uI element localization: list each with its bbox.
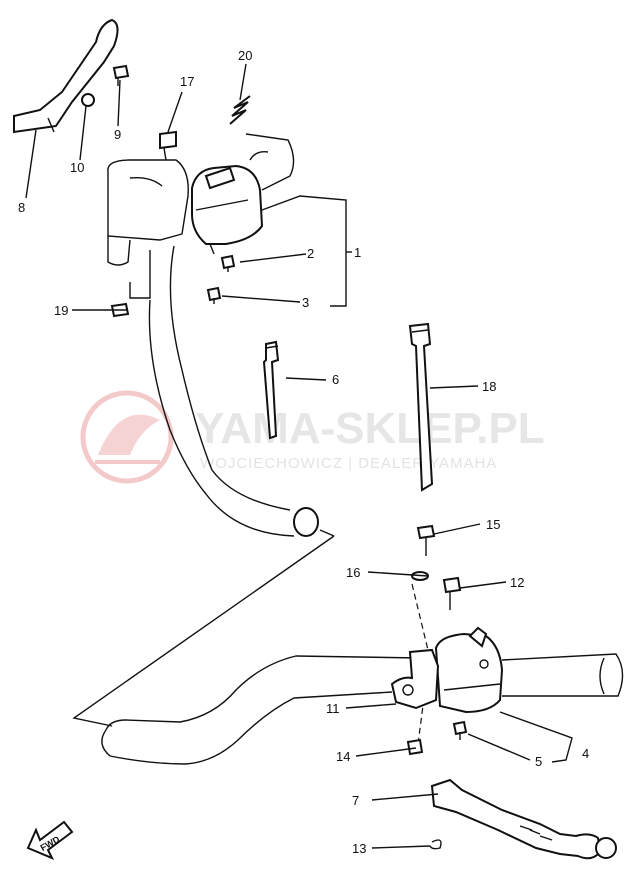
watermark-logo [80,390,174,484]
callout-9: 9 [114,127,121,142]
right-handlebar-switch [434,626,504,714]
callout-13: 13 [352,841,366,856]
forward-direction-arrow [26,820,74,860]
lever-nut [81,93,95,107]
right-grip [501,653,624,697]
callout-6: 6 [332,372,339,387]
callout-19: 19 [54,303,68,318]
spring [229,95,251,125]
callout-7: 7 [352,793,359,808]
left-grip [245,133,295,191]
bar-guide-line [72,535,335,727]
holder-nut [406,738,424,756]
left-handlebar-switch [191,164,264,255]
cable-band-short [262,340,280,440]
clamp-bolt [159,130,177,161]
clutch-lever [430,778,617,860]
bar-guide-line-end [319,529,335,537]
callout-8: 8 [18,200,25,215]
handlebar [101,245,421,765]
switch-screw-lower [206,286,222,304]
callout-2: 2 [307,246,314,261]
callout-1: 1 [354,245,361,260]
callout-16: 16 [346,565,360,580]
callout-17: 17 [180,74,194,89]
lever-holder [390,648,440,710]
circlip [429,839,442,850]
callout-14: 14 [336,749,350,764]
callout-11: 11 [326,701,340,716]
callout-10: 10 [70,160,84,175]
callout-4: 4 [582,746,589,761]
throttle-housing-screw [416,524,436,556]
watermark-title: YAMA-SKLEP.PL [195,404,545,453]
master-cylinder [107,159,189,299]
lever-holder-bolt [442,576,462,610]
callout-18: 18 [482,379,496,394]
callout-15: 15 [486,517,500,532]
watermark-subtitle: WOJCIECHOWICZ | DEALER YAMAHA [200,455,497,472]
callout-3: 3 [302,295,309,310]
callout-12: 12 [510,575,524,590]
switch-screw-upper [220,254,236,272]
switch-screw [452,720,468,740]
callout-20: 20 [238,48,252,63]
cable-band-long [408,322,434,492]
front-brake-lever [13,18,119,134]
assembly-line-lower [417,697,425,745]
callout-5: 5 [535,754,542,769]
assembly-line-upper [411,583,429,651]
leader-lines [25,63,573,849]
lever-pivot-bolt [112,64,130,86]
